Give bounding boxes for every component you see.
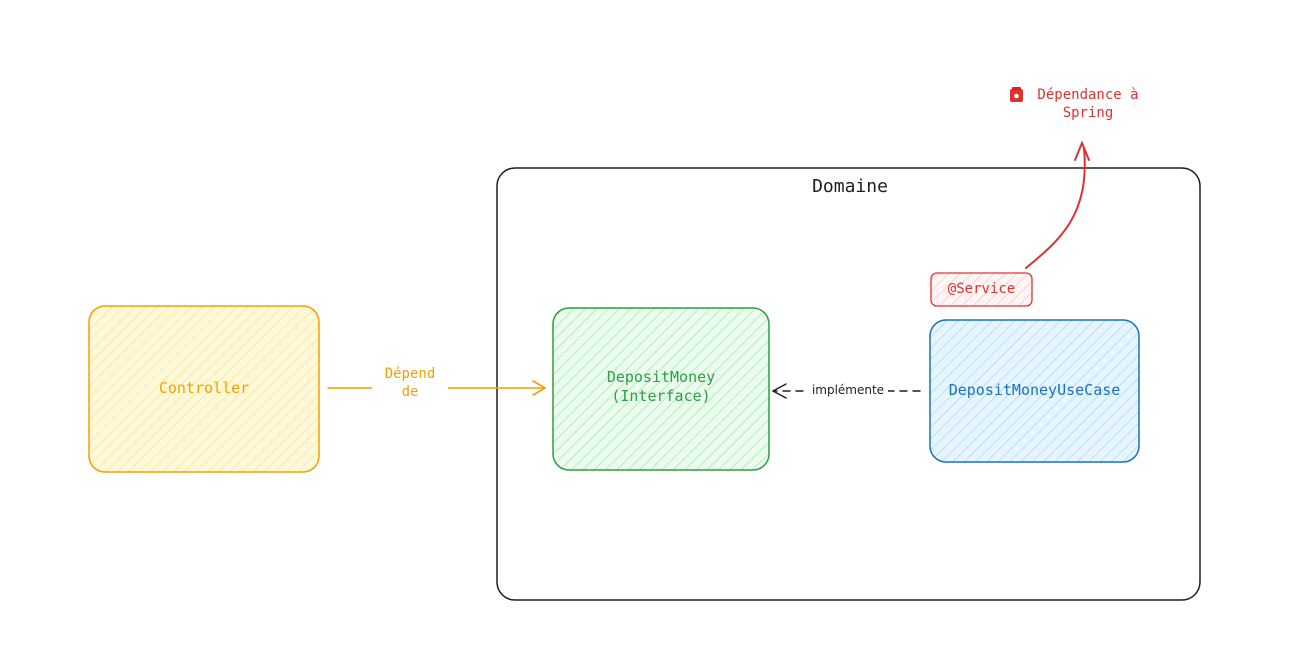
controller-label: Controller (158, 379, 250, 397)
domaine-title: Domaine (812, 176, 888, 197)
depend-edge-label: Dépend de (372, 366, 448, 401)
spring-dependency-arrow[interactable] (1025, 140, 1090, 269)
implemente-edge-label: implémente (808, 383, 888, 398)
deposit-money-label: DepositMoney (Interface) (606, 368, 716, 405)
deposit-money-use-case-node[interactable] (929, 319, 1140, 463)
service-tag-node[interactable] (930, 272, 1033, 307)
service-tag-label: @Service (947, 281, 1016, 297)
controller-node[interactable] (88, 305, 320, 473)
implemente-arrow[interactable] (771, 383, 921, 399)
deposit-money-use-case-label: DepositMoneyUseCase (948, 381, 1121, 399)
spring-dependency-note: Dépendance à Spring (1037, 87, 1139, 121)
siren-icon (1010, 87, 1023, 102)
deposit-money-node[interactable] (552, 307, 770, 471)
domaine-frame[interactable] (496, 167, 1201, 601)
